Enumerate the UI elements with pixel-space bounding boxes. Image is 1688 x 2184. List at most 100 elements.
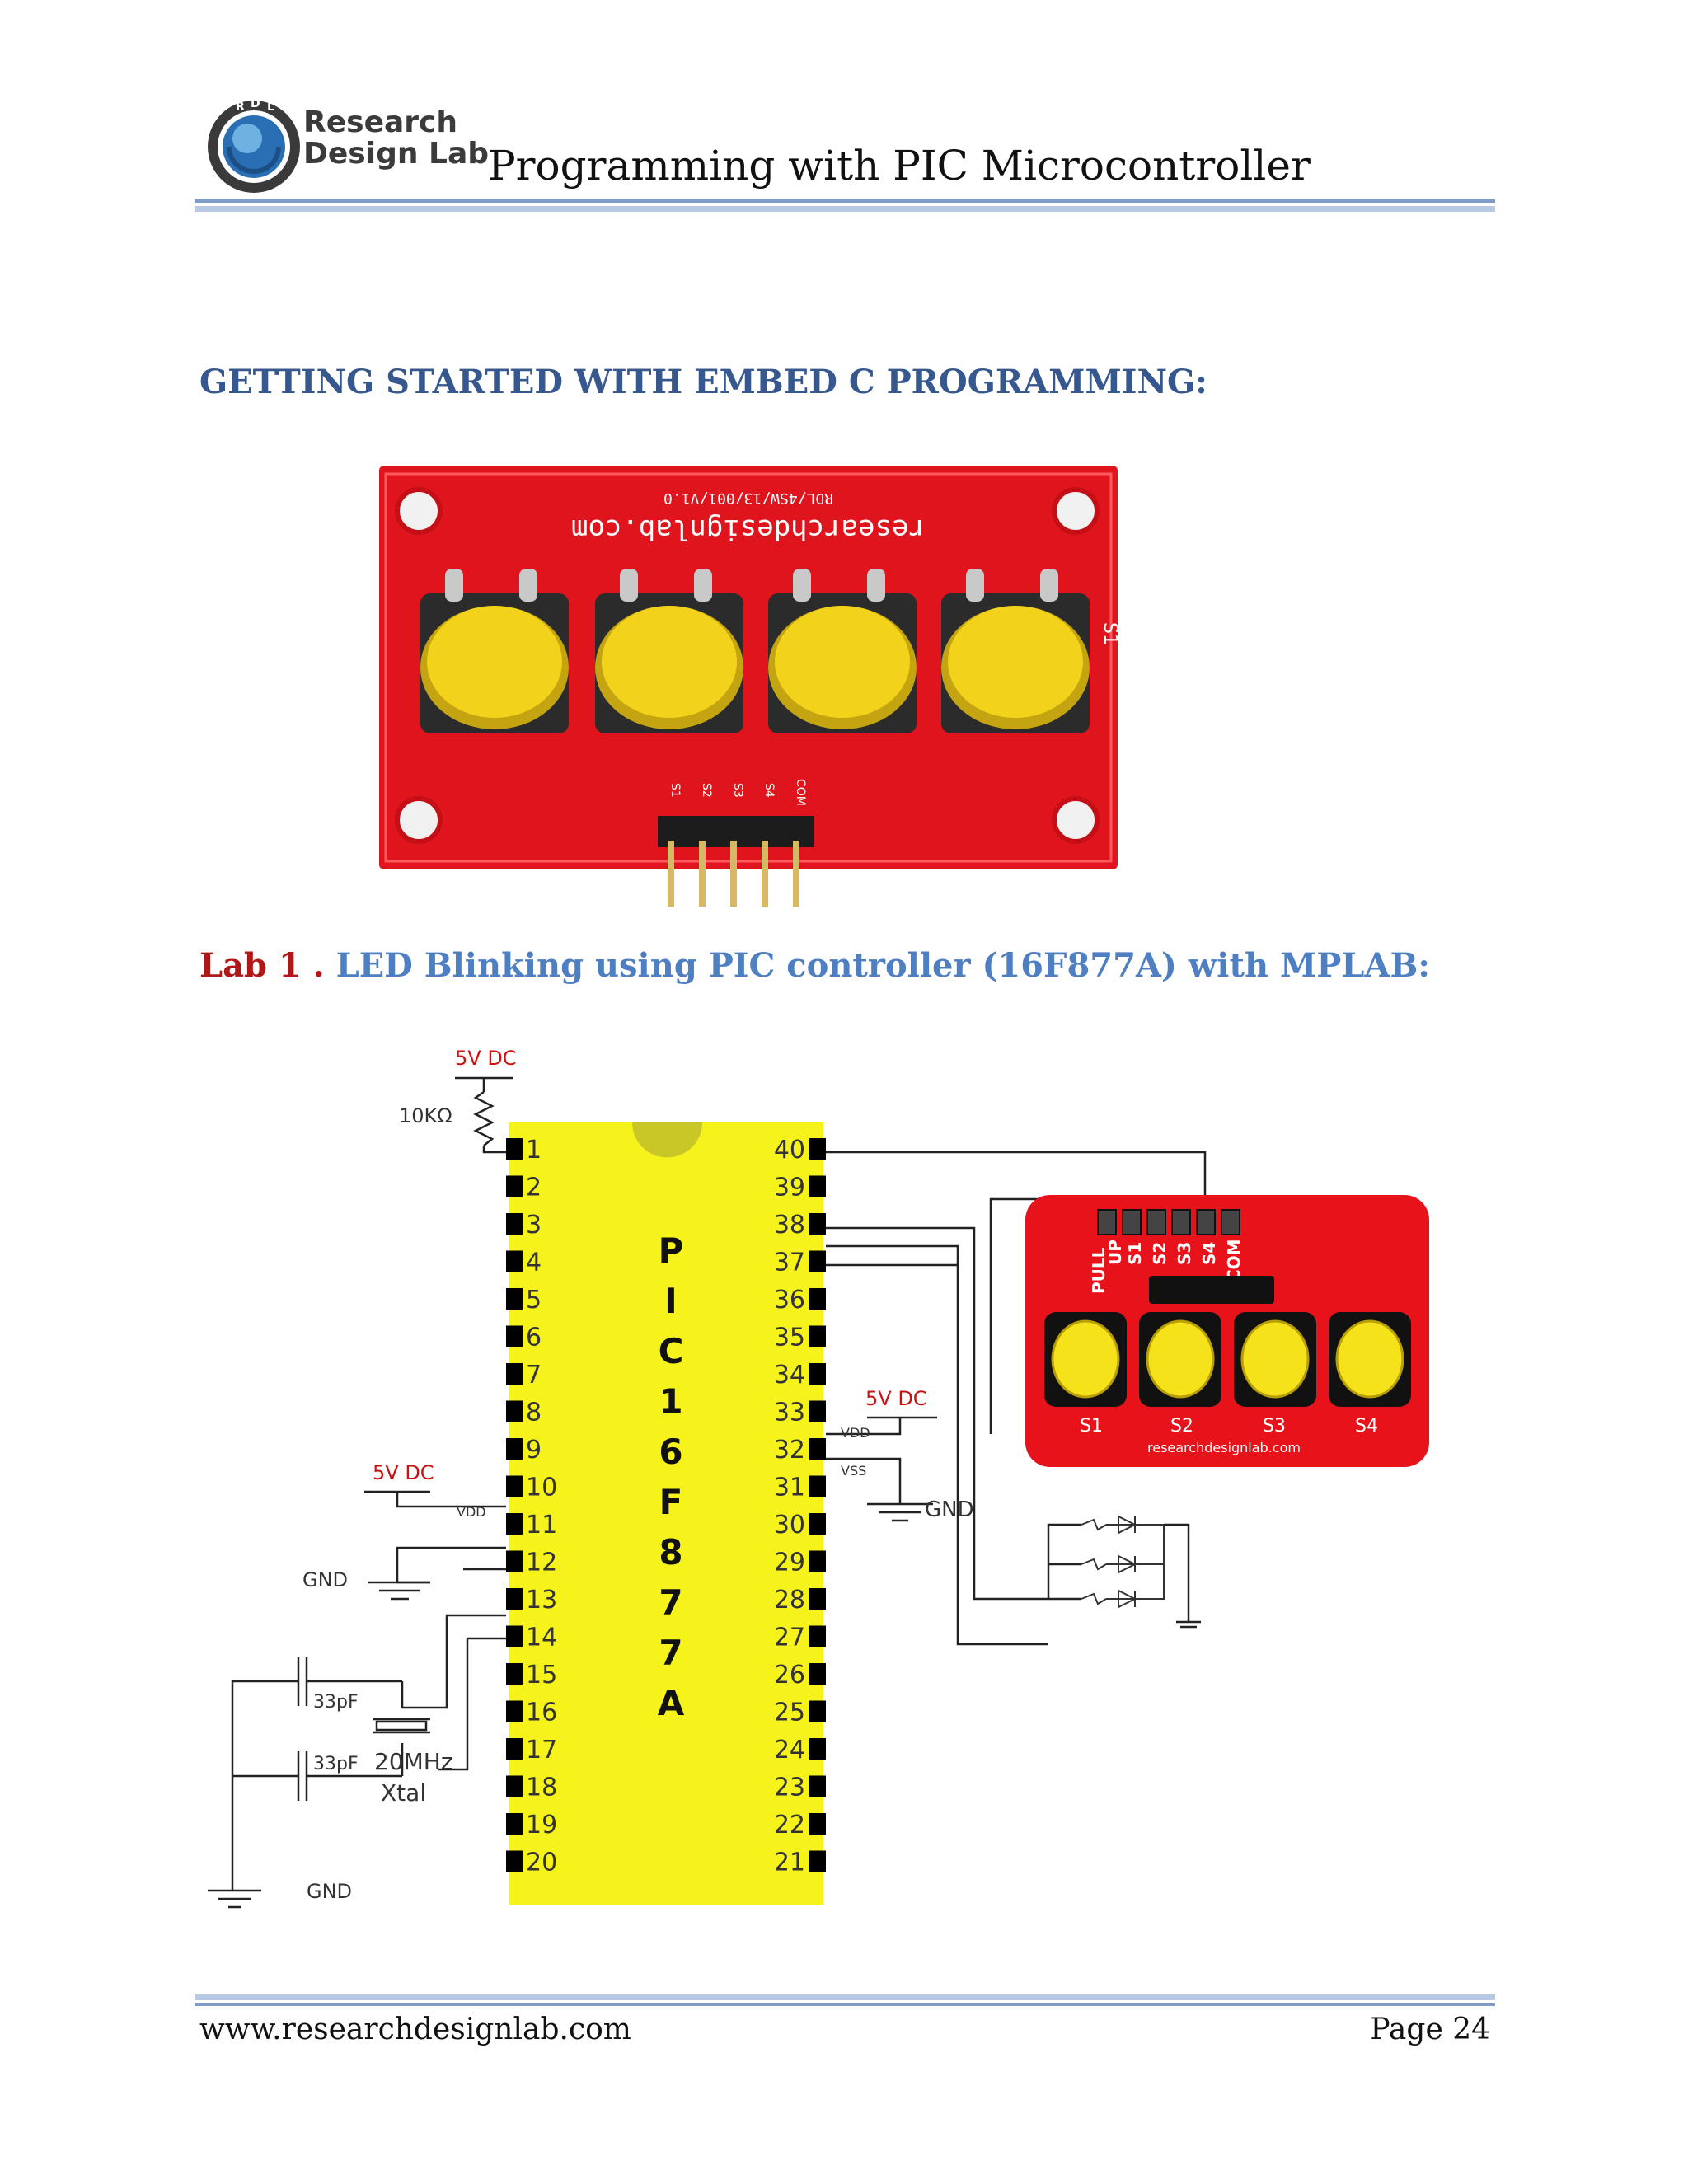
pin-number-right: 37 bbox=[774, 1249, 805, 1277]
pin-pad-right bbox=[809, 1738, 826, 1760]
pin-number-left: 17 bbox=[526, 1736, 557, 1765]
pin-pad-left bbox=[506, 1775, 523, 1797]
chip-name-letter: 1 bbox=[659, 1381, 682, 1422]
pin-pad-right bbox=[809, 1438, 826, 1460]
header-divider bbox=[195, 199, 1495, 203]
pin-pad-right bbox=[809, 1363, 826, 1385]
pin-number-right: 31 bbox=[774, 1474, 805, 1502]
pin-pad-right bbox=[809, 1138, 826, 1160]
pin-pad-left bbox=[506, 1250, 523, 1272]
chip-name-letter: 7 bbox=[659, 1633, 682, 1673]
pin-number-right: 40 bbox=[774, 1136, 805, 1165]
svg-text:PULL: PULL bbox=[1089, 1247, 1109, 1294]
pin-number-left: 14 bbox=[526, 1624, 557, 1652]
pin-number-left: 10 bbox=[526, 1474, 557, 1502]
chip-name-letter: 7 bbox=[659, 1582, 682, 1623]
svg-text:S3: S3 bbox=[731, 783, 744, 798]
cap1-label: 33pF bbox=[313, 1692, 359, 1713]
brand-line-2: Design Lab bbox=[303, 137, 489, 171]
pin-pad-right bbox=[809, 1588, 826, 1610]
pin-number-right: 32 bbox=[774, 1436, 805, 1465]
chip-name-letter: 8 bbox=[659, 1532, 682, 1572]
footer-url: www.researchdesignlab.com bbox=[199, 2013, 631, 2046]
silkscreen-url: researchdesignlab.com bbox=[571, 513, 926, 546]
supply-top-label: 5V DC bbox=[455, 1047, 517, 1070]
vss-right-label: VSS bbox=[841, 1463, 866, 1479]
lab-number: Lab 1 . bbox=[199, 946, 325, 985]
pin-pad-left bbox=[506, 1438, 523, 1460]
pin-number-right: 22 bbox=[774, 1811, 805, 1840]
svg-text:S1: S1 bbox=[1125, 1242, 1145, 1265]
pin-number-left: 6 bbox=[526, 1324, 542, 1352]
pin-number-left: 18 bbox=[526, 1774, 557, 1802]
supply-right-label: 5V DC bbox=[865, 1387, 927, 1410]
section-heading: GETTING STARTED WITH EMBED C PROGRAMMING… bbox=[199, 363, 1207, 401]
pin-pad-right bbox=[809, 1550, 826, 1572]
lab-heading: Lab 1 . LED Blinking using PIC controlle… bbox=[199, 946, 1430, 985]
pin-number-left: 8 bbox=[526, 1399, 542, 1427]
pin-pad-right bbox=[809, 1513, 826, 1535]
pin-number-right: 28 bbox=[774, 1586, 805, 1615]
switch-3 bbox=[768, 569, 917, 733]
pin-pad-right bbox=[809, 1175, 826, 1197]
pin-pad-right bbox=[809, 1850, 826, 1872]
chip-name-letter: C bbox=[659, 1331, 684, 1371]
vdd-right-label: VDD bbox=[841, 1425, 870, 1441]
svg-text:S2: S2 bbox=[700, 783, 713, 798]
lab-title: LED Blinking using PIC controller (16F87… bbox=[335, 946, 1431, 985]
pin-number-left: 20 bbox=[526, 1849, 557, 1877]
pin-number-right: 38 bbox=[774, 1211, 805, 1240]
svg-text:UP: UP bbox=[1105, 1240, 1125, 1265]
gnd-left-label: GND bbox=[302, 1568, 348, 1591]
led-array bbox=[1081, 1515, 1165, 1609]
pin-number-left: 2 bbox=[526, 1174, 542, 1202]
pin-number-right: 27 bbox=[774, 1624, 805, 1652]
gnd-right-label: GND bbox=[925, 1497, 974, 1522]
rdl-logo-icon: R D L bbox=[208, 97, 300, 193]
pin-pad-right bbox=[809, 1325, 826, 1347]
chip-name-letter: A bbox=[658, 1683, 685, 1723]
vdd-left-label: VDD bbox=[457, 1504, 486, 1520]
svg-text:S3: S3 bbox=[1263, 1416, 1286, 1436]
pin-number-right: 36 bbox=[774, 1286, 805, 1315]
pin-pad-left bbox=[506, 1813, 523, 1835]
pin-pad-left bbox=[506, 1663, 523, 1685]
pin-pad-right bbox=[809, 1625, 826, 1647]
header-divider-light bbox=[195, 206, 1495, 212]
pin-pad-right bbox=[809, 1288, 826, 1310]
pin-pad-left bbox=[506, 1513, 523, 1535]
pin-number-right: 33 bbox=[774, 1399, 805, 1427]
pin-number-right: 29 bbox=[774, 1549, 805, 1577]
pin-number-right: 24 bbox=[774, 1736, 805, 1765]
pin-pad-left bbox=[506, 1288, 523, 1310]
supply-left-label: 5V DC bbox=[373, 1461, 434, 1484]
silkscreen-version: RDL/4SW/13/001/V1.0 bbox=[663, 490, 833, 507]
pin-pad-left bbox=[506, 1138, 523, 1160]
svg-text:S2: S2 bbox=[1170, 1416, 1193, 1436]
pin-pad-right bbox=[809, 1813, 826, 1835]
footer-divider-light bbox=[195, 1994, 1495, 2000]
pin-number-left: 4 bbox=[526, 1249, 542, 1277]
pin-pad-right bbox=[809, 1475, 826, 1497]
pin-number-right: 25 bbox=[774, 1699, 805, 1727]
pin-pad-left bbox=[506, 1588, 523, 1610]
pin-number-right: 34 bbox=[774, 1361, 805, 1390]
svg-text:S2: S2 bbox=[1150, 1242, 1170, 1265]
pin-pad-left bbox=[506, 1850, 523, 1872]
pin-pad-left bbox=[506, 1175, 523, 1197]
schematic-wires bbox=[208, 1076, 1221, 1909]
footer-divider bbox=[195, 2003, 1495, 2006]
pin-header: S1 S2 S3 S4 COM bbox=[658, 779, 814, 907]
crystal-label: Xtal bbox=[381, 1779, 426, 1807]
svg-text:D: D bbox=[251, 97, 260, 110]
svg-text:S3: S3 bbox=[1175, 1242, 1194, 1265]
cap2-label: 33pF bbox=[313, 1754, 359, 1774]
pin-pad-left bbox=[506, 1325, 523, 1347]
brand-line-1: Research bbox=[303, 105, 457, 139]
svg-text:S1: S1 bbox=[1080, 1416, 1103, 1436]
svg-text:S4: S4 bbox=[762, 783, 776, 798]
pin-number-right: 23 bbox=[774, 1774, 805, 1802]
pin-number-left: 1 bbox=[526, 1136, 542, 1165]
